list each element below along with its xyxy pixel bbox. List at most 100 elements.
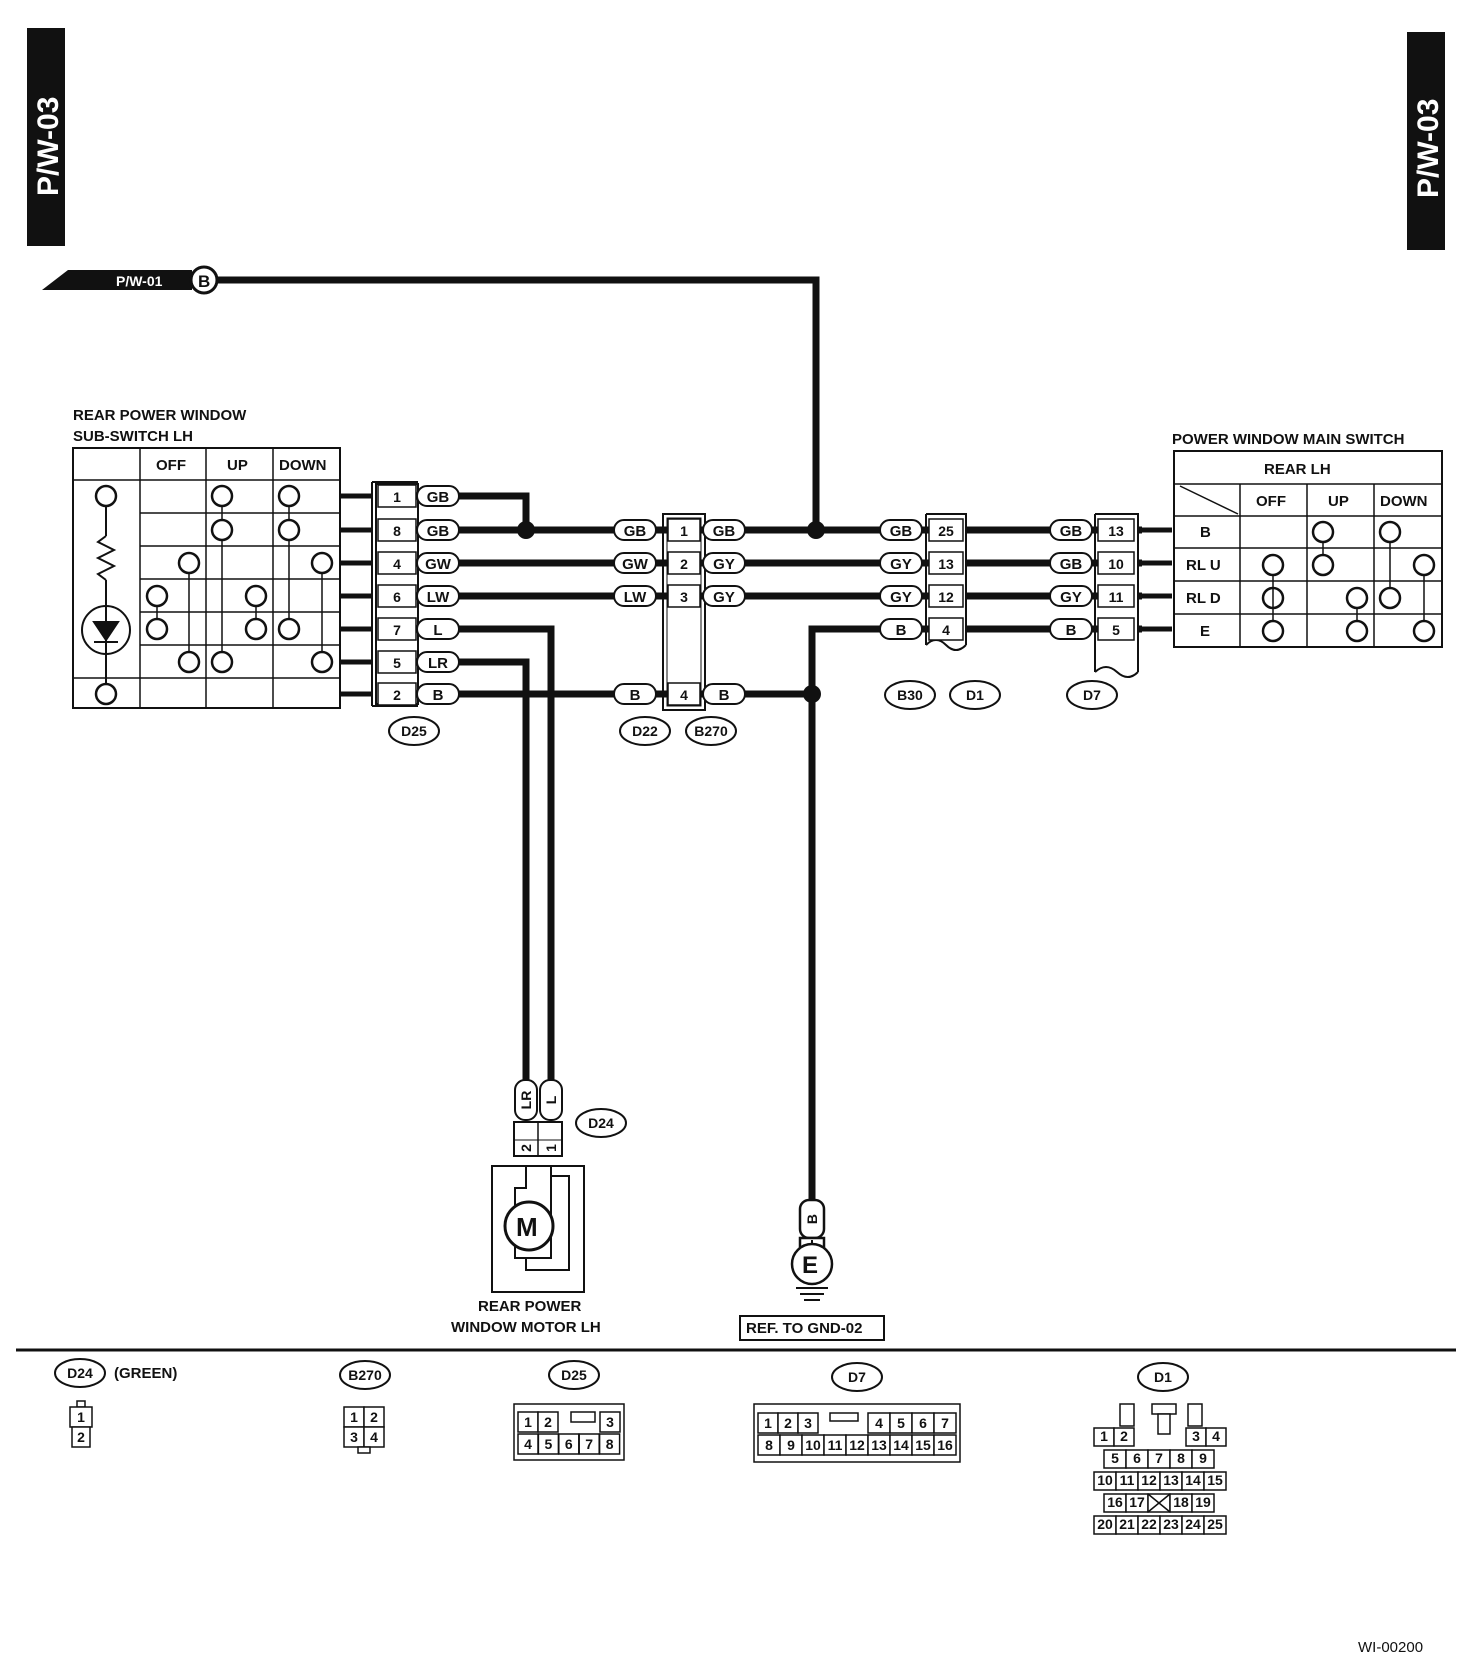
view-d1-pin: 14 [1181,1471,1205,1491]
view-d1-pin-text: 19 [1195,1494,1211,1510]
view-d7-pin-text: 8 [765,1437,773,1453]
view-d1-pin: 22 [1137,1515,1161,1535]
view-d1-pin-text: 24 [1185,1516,1201,1532]
view-d25-pin-text: 2 [544,1414,552,1430]
d22-wire-tag: GW [613,552,657,574]
d25-wire-tag-text: GB [427,523,450,540]
wire-b-to-main [808,625,1142,1200]
view-d1-pin: 5 [1103,1449,1127,1469]
main-switch-stubs [1142,527,1172,632]
d25-wire-tag: LW [416,585,460,607]
sub-switch-stubs [340,493,372,697]
view-d1-pin-text: 12 [1141,1472,1157,1488]
rear-sub-switch-lh: REAR POWER WINDOW SUB-SWITCH LH OFF UP D… [72,407,341,709]
view-d1-pin-text: 16 [1107,1494,1123,1510]
motor-title-1: REAR POWER [478,1298,582,1315]
d25-pin-text: 2 [393,687,401,703]
motor-pin: 2 [518,1144,534,1152]
view-d1-pin-text: 25 [1207,1516,1223,1532]
d22-wire-tag-text: GW [622,556,649,573]
d7-pin: 13 [1097,518,1135,542]
d1-pin-text: 4 [942,622,950,638]
b30-wire-tag-text: B [896,622,907,639]
view-d7-pin: 6 [911,1412,935,1434]
b30-wire-tag-text: GY [890,556,912,573]
view-d7-pin: 14 [889,1434,913,1456]
view-d25-pin-text: 4 [524,1436,532,1452]
b270-wire-tag: B [702,683,746,705]
view-d1-pin-text: 10 [1097,1472,1113,1488]
view-b270-pin: 2 [363,1406,385,1428]
wires [218,276,1142,1200]
view-d7-label-text: D7 [848,1369,866,1385]
d1-label-text: D1 [966,687,984,703]
view-d7-pin-text: 14 [893,1437,909,1453]
d1-pin: 4 [928,617,964,641]
view-d7-pin: 2 [777,1412,799,1434]
view-d7-pin-text: 11 [828,1437,843,1453]
view-d1-pin: 11 [1115,1471,1139,1491]
source-ref: P/W-01 B [42,265,219,295]
b270-pin-text: 4 [680,687,688,703]
view-d1-pin: 2 [1113,1427,1135,1447]
view-d7-pin: 11 [823,1434,847,1456]
view-d1-pin: 20 [1093,1515,1117,1535]
view-d24-pin-text: 2 [77,1429,85,1445]
view-d25-pin-text: 5 [545,1436,553,1452]
main-row-rld: RL D [1186,590,1221,607]
view-d1-pin-text: 20 [1097,1516,1113,1532]
b30-label-text: B30 [897,687,923,703]
source-ref-node: B [198,272,210,291]
view-d1-pin-text: 5 [1111,1450,1119,1466]
view-d7-pin-text: 3 [804,1415,812,1431]
d7-pin-text: 10 [1108,556,1124,572]
page-code-right: P/W-03 [1412,99,1445,198]
d7-wire-tag-text: GB [1060,523,1083,540]
view-d1-pin-text: 13 [1163,1472,1179,1488]
b270-pin: 4 [667,682,701,706]
view-d7-pin: 1 [757,1412,779,1434]
d25-pin-text: 8 [393,523,401,539]
d25-wire-tag-text: L [433,622,442,639]
view-d25-pin-text: 6 [565,1436,573,1452]
view-d1-pin: 6 [1125,1449,1149,1469]
b270-wire-tag: GB [702,519,746,541]
view-d7-pin: 12 [845,1434,869,1456]
d25-pin: 2 [377,682,417,706]
motor-title-2: WINDOW MOTOR LH [451,1319,601,1336]
view-d7-pin-text: 6 [919,1415,927,1431]
source-ref-label: P/W-01 [116,273,163,289]
view-d7-pin-text: 15 [915,1437,931,1453]
illumination-led-icon [81,506,131,684]
view-d25-pin: 3 [599,1411,621,1433]
view-d25-pin: 7 [578,1433,600,1455]
d25-pin: 1 [377,484,417,508]
view-b270-label-text: B270 [348,1367,382,1383]
d22-wire-tag: LW [613,585,657,607]
b30-wire-tag-text: GY [890,589,912,606]
d1-pin: 13 [928,551,964,575]
view-d7-pin: 5 [889,1412,913,1434]
d22-wire-tag-text: LW [624,589,647,606]
view-d24-label-text: D24 [67,1365,93,1381]
view-d7-pin-text: 16 [937,1437,953,1453]
d7-pin: 10 [1097,551,1135,575]
main-row-b: B [1200,524,1211,541]
view-b270-pin: 1 [343,1406,365,1428]
view-d25-pin: 8 [598,1433,621,1455]
view-d25-pin: 1 [517,1411,539,1433]
view-d7-pin: 4 [867,1412,891,1434]
d25-label-text: D25 [401,723,427,739]
view-d1-label: D1 [1137,1362,1189,1392]
view-d7-pin: 16 [933,1434,957,1456]
d25-wire-tag: B [416,683,460,705]
d25-wire-tag-text: GB [427,489,450,506]
view-d24-pin: 2 [71,1426,91,1448]
d7-wire-tag: GB [1049,519,1093,541]
d25-wire-tag: L [416,618,460,640]
b30-label: B30 [884,680,936,710]
view-d1-pin: 4 [1205,1427,1227,1447]
b270-pin-text: 1 [680,523,688,539]
